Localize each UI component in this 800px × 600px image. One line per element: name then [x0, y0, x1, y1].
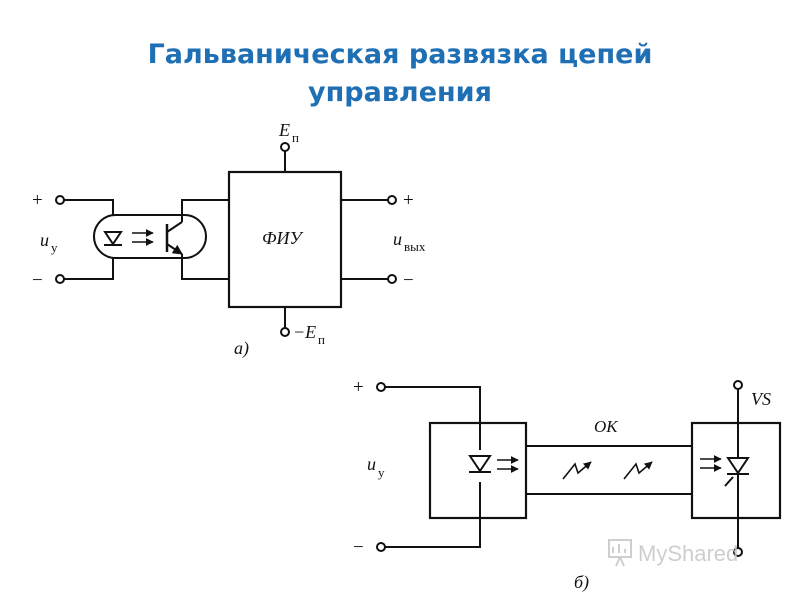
output-terminal-plus	[387, 195, 397, 205]
caption-a: а)	[234, 338, 249, 359]
b-input-terminal-plus	[376, 382, 386, 392]
output-device-label: VS	[751, 389, 771, 409]
block-label: ФИУ	[262, 228, 303, 248]
diagram-a	[55, 142, 397, 337]
supply-pos-label: E	[278, 120, 290, 140]
supply-terminal-neg	[280, 327, 290, 337]
vs-terminal-bottom	[733, 547, 743, 557]
receiver-module	[690, 421, 782, 520]
input-voltage-subscript: у	[51, 240, 58, 255]
input-wire-minus	[64, 258, 114, 280]
light-ray-icon	[623, 461, 653, 480]
b-led-icon	[468, 455, 492, 473]
input-terminal-minus	[55, 274, 65, 284]
supply-neg-subscript: п	[318, 332, 325, 347]
output-minus-sign: −	[403, 270, 414, 291]
emitter-module	[428, 421, 528, 520]
optical-channel	[525, 445, 693, 495]
output-voltage-subscript: вых	[404, 239, 426, 254]
b-input-wire-minus	[385, 482, 481, 548]
input-voltage-label: u	[40, 230, 49, 250]
input-terminal-plus	[55, 195, 65, 205]
channel-label: ОК	[594, 417, 619, 436]
b-input-voltage-label: u	[367, 454, 376, 474]
b-input-minus-sign: −	[353, 537, 364, 558]
output-terminal-minus	[387, 274, 397, 284]
phototransistor-icon	[165, 199, 229, 280]
b-input-wire-plus	[385, 386, 481, 450]
output-voltage-label: u	[393, 229, 402, 249]
supply-neg-label: −E	[293, 322, 316, 342]
b-input-voltage-subscript: у	[378, 465, 385, 480]
vs-terminal-top	[733, 380, 743, 390]
supply-terminal-pos	[280, 142, 290, 152]
led-icon	[103, 231, 123, 246]
light-ray-icon	[562, 461, 592, 480]
title-line-2: управления	[308, 77, 492, 108]
presentation-icon	[608, 539, 632, 567]
input-minus-sign: −	[32, 270, 43, 291]
diagram-b	[376, 380, 782, 557]
input-wire-plus	[64, 199, 114, 215]
title-line-1: Гальваническая развязка цепей	[147, 39, 653, 70]
supply-pos-subscript: п	[292, 130, 299, 145]
b-input-plus-sign: +	[353, 377, 364, 398]
output-plus-sign: +	[403, 190, 414, 211]
optocoupler-body	[93, 214, 207, 259]
watermark-text: MyShared	[638, 541, 738, 566]
b-input-terminal-minus	[376, 542, 386, 552]
watermark: MyShared	[608, 539, 738, 567]
slide-title: Гальваническая развязка цепей управления	[0, 36, 800, 112]
caption-b: б)	[574, 572, 589, 593]
input-plus-sign: +	[32, 190, 43, 211]
